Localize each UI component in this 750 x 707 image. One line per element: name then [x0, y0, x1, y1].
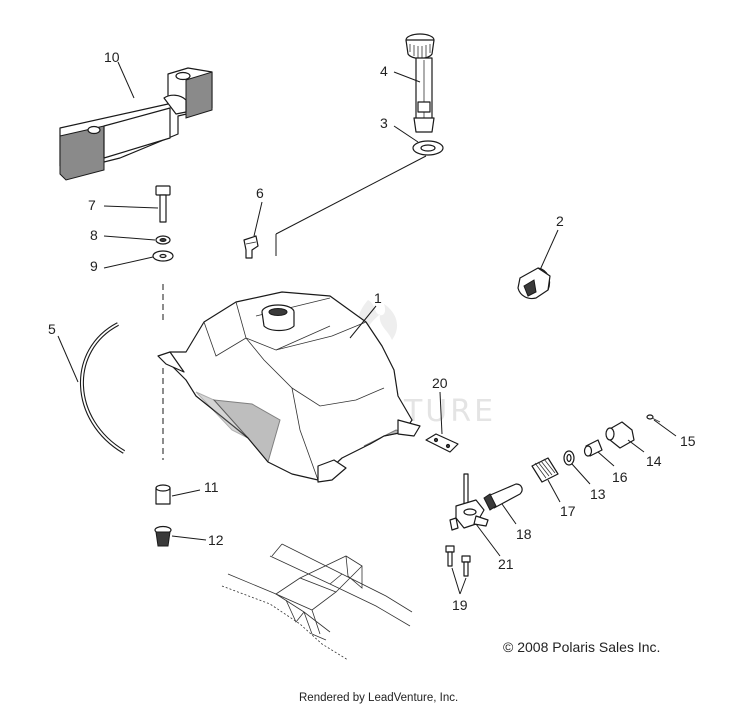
part-19-screws	[445, 545, 471, 577]
part-20-plate	[425, 433, 459, 453]
part-8-lock-washer	[155, 235, 171, 245]
leader-17	[547, 479, 561, 503]
leader-5	[57, 335, 79, 383]
leader-9	[103, 256, 154, 269]
part-4-fuel-cap-tube	[405, 33, 435, 133]
label-13: 13	[590, 486, 606, 502]
leader-7	[103, 205, 159, 209]
leader-15	[653, 419, 677, 437]
rendered-by-credit: Rendered by LeadVenture, Inc.	[299, 692, 458, 704]
copyright-notice: © 2008 Polaris Sales Inc.	[503, 639, 660, 655]
label-14: 14	[646, 453, 662, 469]
leader-6	[253, 201, 263, 237]
part-3-gasket	[412, 140, 444, 156]
leader-13	[571, 463, 591, 485]
leader-3	[393, 125, 419, 143]
label-7: 7	[88, 197, 96, 213]
leader-4	[393, 71, 421, 83]
label-3: 3	[380, 115, 388, 131]
label-17: 17	[560, 503, 576, 519]
leader-11	[171, 489, 201, 497]
part-6-vent-fitting	[243, 235, 259, 259]
part-12-grommet	[154, 525, 172, 547]
assembly-line-cap	[275, 155, 427, 235]
leader-8	[103, 235, 156, 241]
label-15: 15	[680, 433, 696, 449]
leader-10	[117, 61, 135, 99]
leader-19a	[451, 567, 461, 595]
label-18: 18	[516, 526, 532, 542]
leader-16	[597, 451, 615, 467]
leader-2	[539, 229, 559, 271]
part-18-valve-lever	[483, 483, 523, 511]
part-9-washer	[152, 250, 174, 262]
part-10-bracket	[59, 67, 213, 181]
leader-12	[171, 535, 207, 541]
part-21-fuel-valve	[449, 473, 489, 531]
label-21: 21	[498, 556, 514, 572]
label-20: 20	[432, 375, 448, 391]
part-11-spacer	[155, 484, 171, 505]
label-2: 2	[556, 213, 564, 229]
label-10: 10	[104, 49, 120, 65]
part-13-o-ring	[563, 450, 575, 466]
label-19: 19	[452, 597, 468, 613]
part-15-screw	[646, 414, 661, 423]
label-11: 11	[204, 479, 219, 495]
leader-19b	[459, 577, 467, 595]
label-12: 12	[208, 532, 224, 548]
part-17-spring	[531, 457, 559, 483]
leader-20	[439, 391, 443, 435]
frame-rails	[221, 543, 413, 661]
part-7-bolt	[155, 185, 171, 223]
label-8: 8	[90, 227, 98, 243]
label-9: 9	[90, 258, 98, 274]
label-4: 4	[380, 63, 388, 79]
label-16: 16	[612, 469, 628, 485]
leader-18	[501, 503, 517, 525]
leader-1	[349, 305, 377, 339]
part-1-fuel-tank	[157, 291, 421, 483]
label-5: 5	[48, 321, 56, 337]
part-5-vent-hose	[80, 322, 126, 454]
leader-14	[627, 439, 645, 453]
leader-21	[475, 523, 501, 557]
part-14-knob	[605, 421, 635, 449]
label-6: 6	[256, 185, 264, 201]
label-1: 1	[374, 290, 382, 306]
part-2-clip	[517, 267, 551, 300]
